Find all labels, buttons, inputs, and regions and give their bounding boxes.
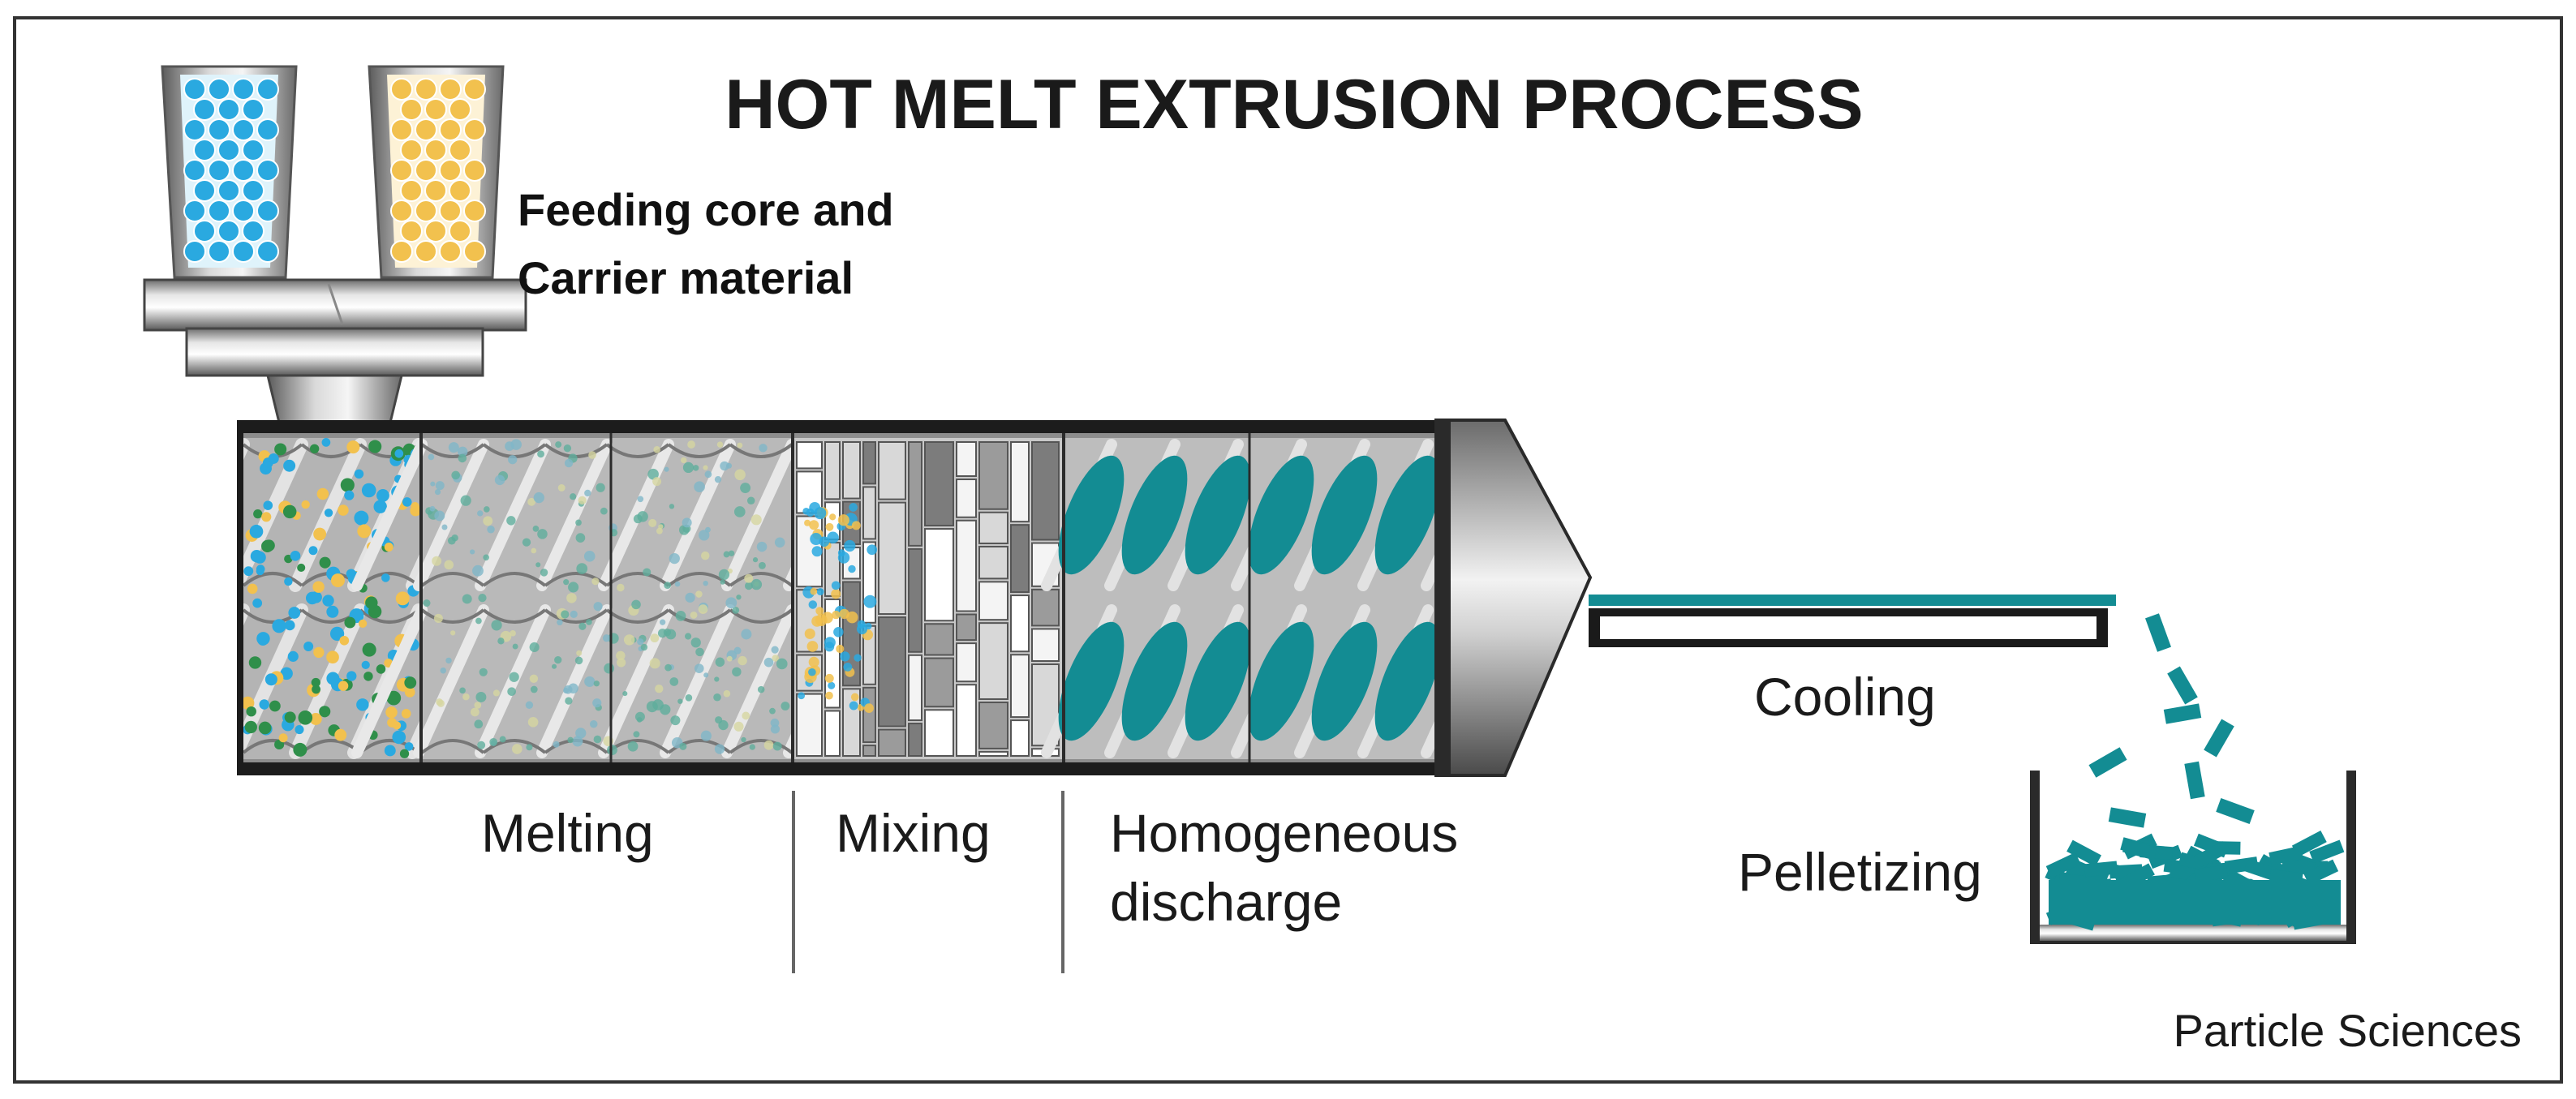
extruder-barrel [237, 420, 1447, 775]
cooling-belt [1589, 595, 2116, 647]
diagram-title: HOT MELT EXTRUSION PROCESS [725, 66, 1863, 144]
feeding-label-line2: Carrier material [518, 252, 854, 303]
discharge-zone-screws [1041, 438, 1444, 759]
melting-zone-screws [351, 438, 859, 759]
stage-label-pelletizing: Pelletizing [1738, 842, 1982, 902]
mixing-zone-kneading-blocks [793, 438, 1063, 759]
feeding-label-line1: Feeding core and [518, 184, 894, 235]
feed-hopper-carrier [368, 65, 505, 279]
carrier-material-beads [390, 78, 486, 263]
stage-label-homogeneous-line2: discharge [1110, 872, 1342, 932]
stage-label-mixing: Mixing [836, 803, 991, 863]
feed-hopper-core [161, 65, 298, 279]
stage-label-homogeneous-line1: Homogeneous [1110, 803, 1458, 863]
feed-block [143, 278, 527, 427]
credit-label: Particle Sciences [2173, 1005, 2522, 1056]
stage-label-melting: Melting [481, 803, 654, 863]
feed-zone-screws [243, 438, 484, 759]
extrusion-die [1434, 419, 1593, 777]
core-material-beads [183, 78, 279, 263]
stage-label-cooling: Cooling [1754, 667, 1936, 727]
pellet-collection-tray [2030, 771, 2356, 944]
falling-pellets [2088, 613, 2255, 828]
